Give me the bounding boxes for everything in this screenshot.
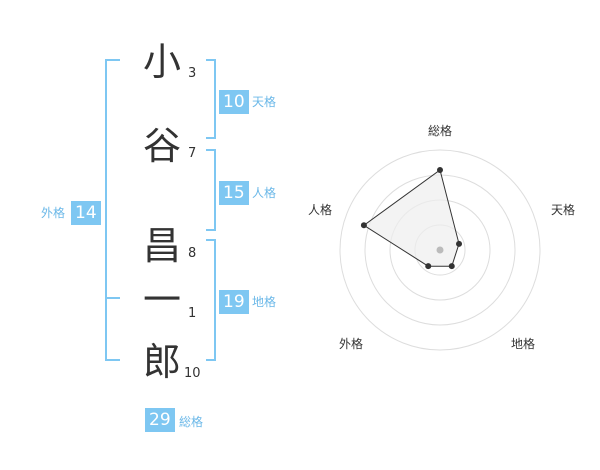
fortune-brackets (105, 59, 216, 361)
radar-points (360, 167, 463, 270)
tenkaku-value: 10 (219, 90, 249, 114)
radar-polygon (363, 169, 460, 267)
radar-point-2 (448, 263, 455, 270)
name-char-5: 郎 (142, 340, 181, 384)
tenkaku-label: 天格 (252, 95, 277, 109)
jinkaku-label: 人格 (252, 186, 277, 200)
radar-axis-label-tenkaku: 天格 (551, 203, 576, 217)
gaikaku-label: 外格 (41, 206, 66, 220)
stroke-count-2: 7 (188, 146, 197, 161)
radar-axis-label-jinkaku: 人格 (308, 203, 333, 217)
radar-center-dot (436, 246, 444, 254)
gaikaku-bracket (105, 59, 120, 361)
name-char-2: 谷 (142, 124, 181, 168)
stroke-count-4: 1 (188, 306, 197, 321)
jinkaku-bracket (206, 149, 216, 231)
radar-ring-4 (339, 149, 541, 351)
radar-point-3 (425, 263, 432, 270)
chikaku-bracket (206, 239, 216, 361)
stroke-count-5: 10 (184, 366, 201, 381)
name-char-4: 一 (142, 278, 181, 322)
radar-point-0 (437, 167, 443, 173)
stroke-count-1: 3 (188, 66, 197, 81)
stroke-count-3: 8 (188, 246, 197, 261)
radar-point-1 (456, 240, 463, 247)
tenkaku-bracket (206, 59, 216, 139)
name-char-1: 小 (142, 40, 181, 84)
fortune-radar-chart (339, 149, 541, 351)
soukaku-label: 総格 (179, 415, 204, 429)
chikaku-value: 19 (219, 290, 249, 314)
radar-axis-label-chikaku: 地格 (511, 337, 536, 351)
jinkaku-value: 15 (219, 181, 249, 205)
radar-axis-label-soukaku: 総格 (428, 124, 453, 138)
radar-point-4 (360, 222, 367, 229)
name-char-3: 昌 (142, 224, 181, 268)
chikaku-label: 地格 (252, 295, 277, 309)
gaikaku-value: 14 (71, 201, 101, 225)
radar-axis-label-gaikaku: 外格 (339, 337, 364, 351)
soukaku-value: 29 (145, 408, 175, 432)
